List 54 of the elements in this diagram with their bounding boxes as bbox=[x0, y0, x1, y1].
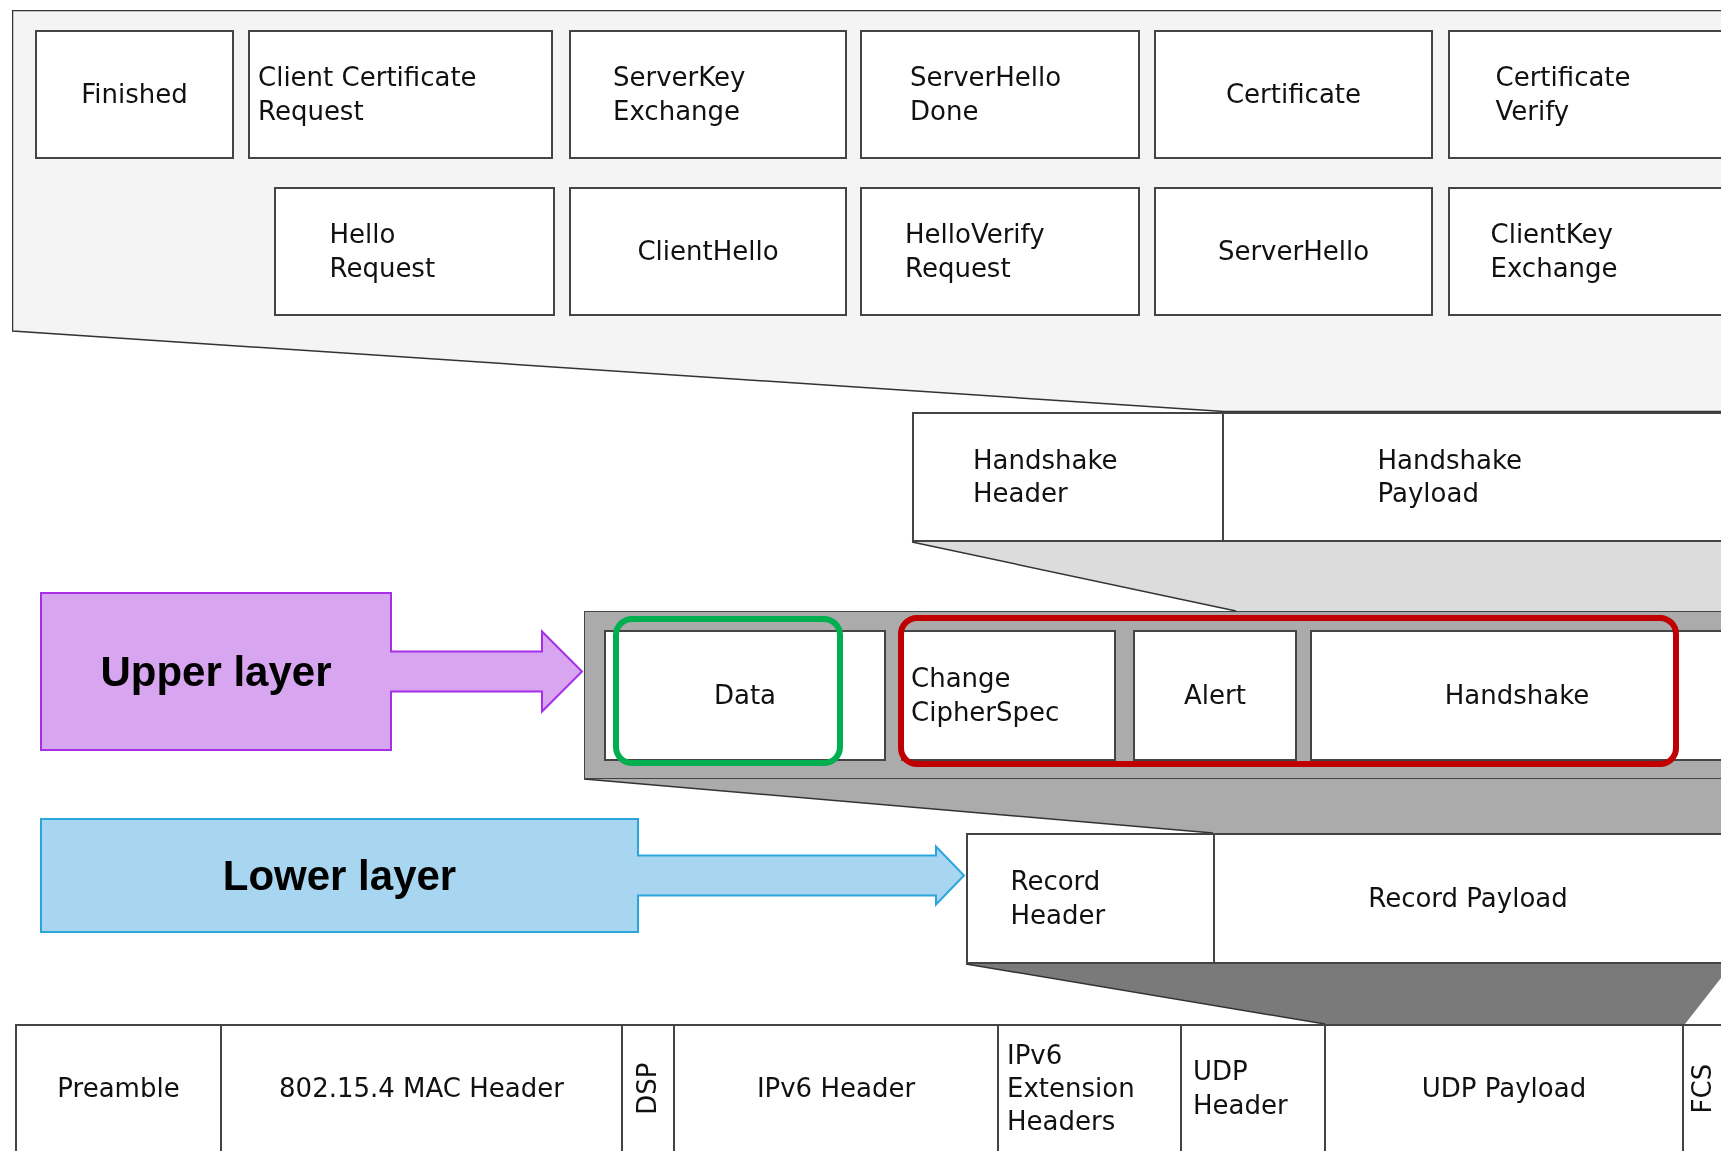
layer-callout bbox=[40, 818, 639, 933]
field-label: Alert bbox=[1183, 678, 1247, 712]
layer-label: Lower layer bbox=[221, 850, 458, 901]
field-label: Record Header bbox=[1009, 865, 1107, 932]
field-label: Certificate bbox=[1224, 77, 1363, 111]
field-label: FCS bbox=[1685, 1063, 1718, 1114]
field-box bbox=[1154, 30, 1433, 159]
field-label: 802.15.4 MAC Header bbox=[278, 1071, 565, 1105]
field-label: IPv6 Extension Headers bbox=[1006, 1038, 1136, 1139]
field-box bbox=[1310, 630, 1721, 761]
field-box bbox=[901, 630, 1116, 761]
field-box bbox=[604, 630, 886, 761]
field-label: Preamble bbox=[56, 1071, 181, 1105]
field-label: Certificate Verify bbox=[1494, 61, 1632, 128]
block-arrow bbox=[636, 844, 966, 907]
field-box bbox=[15, 1024, 222, 1151]
field-label: Data bbox=[712, 678, 778, 712]
field-label: Hello Request bbox=[328, 218, 437, 285]
field-label: ServerKey Exchange bbox=[612, 61, 747, 128]
field-label: IPv6 Header bbox=[755, 1071, 917, 1105]
field-box bbox=[569, 30, 847, 159]
field-label: Change CipherSpec bbox=[910, 662, 1061, 729]
field-label: ServerHello Done bbox=[909, 61, 1063, 128]
field-box bbox=[966, 833, 1215, 964]
field-box bbox=[1133, 630, 1297, 761]
field-box bbox=[569, 187, 847, 316]
field-box bbox=[248, 30, 553, 159]
field-box bbox=[860, 187, 1140, 316]
field-label: ClientKey Exchange bbox=[1489, 218, 1619, 285]
field-box bbox=[1213, 833, 1721, 964]
field-label: ClientHello bbox=[636, 234, 780, 268]
field-box bbox=[912, 412, 1224, 542]
field-label: UDP Payload bbox=[1420, 1071, 1588, 1105]
field-label: Handshake Payload bbox=[1376, 443, 1524, 510]
field-label: ServerHello bbox=[1216, 234, 1371, 268]
field-label: DSP bbox=[631, 1062, 664, 1115]
block-arrow bbox=[389, 629, 584, 714]
field-box bbox=[1154, 187, 1433, 316]
field-label: Record Payload bbox=[1367, 881, 1569, 915]
field-box bbox=[1222, 412, 1721, 542]
field-label: Finished bbox=[80, 77, 189, 111]
field-box bbox=[274, 187, 555, 316]
field-box bbox=[1448, 30, 1721, 159]
layer-label: Upper layer bbox=[99, 646, 333, 697]
field-box bbox=[860, 30, 1140, 159]
message-type-panel bbox=[12, 10, 1721, 412]
field-label: Handshake Header bbox=[972, 443, 1119, 510]
layer-callout bbox=[40, 592, 392, 751]
field-label: HelloVerify Request bbox=[904, 218, 1046, 285]
field-label: UDP Header bbox=[1192, 1055, 1289, 1122]
field-label: Client Certificate Request bbox=[257, 61, 478, 128]
field-label: Handshake bbox=[1443, 678, 1591, 712]
field-box bbox=[1448, 187, 1721, 316]
field-box bbox=[35, 30, 234, 159]
